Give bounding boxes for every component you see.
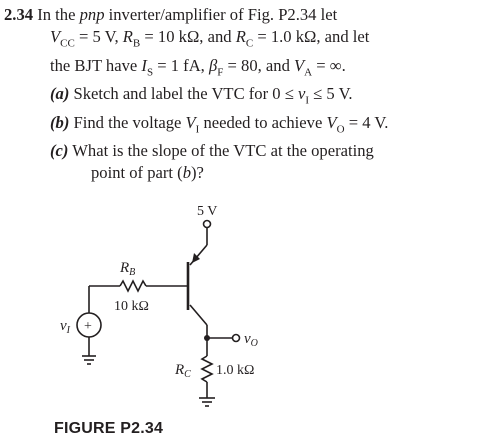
rc-value: 1.0 kΩ bbox=[216, 363, 254, 378]
part-c: (c) What is the slope of the VTC at the … bbox=[50, 141, 374, 161]
vo-label: vO bbox=[244, 331, 258, 349]
part-c-continuation: point of part (b)? bbox=[91, 163, 204, 183]
vi-label: vI bbox=[60, 318, 71, 336]
output-node-dot bbox=[204, 335, 210, 341]
supply-terminal bbox=[202, 219, 212, 229]
bjt-emitter-arrow bbox=[192, 253, 200, 263]
problem-number: 2.34 bbox=[4, 5, 34, 24]
resistor-rc bbox=[200, 355, 214, 383]
problem-line-1: 2.34 In the pnp inverter/amplifier of Fi… bbox=[4, 5, 338, 24]
part-b: (b) Find the voltage VI needed to achiev… bbox=[50, 112, 389, 136]
rb-value: 10 kΩ bbox=[114, 299, 149, 314]
rc-label: RC bbox=[174, 362, 191, 380]
source-plus-sign: + bbox=[84, 319, 92, 334]
problem-line-3: the BJT have IS = 1 fA, βF = 80, and VA … bbox=[50, 55, 346, 79]
problem-text: 2.34 In the pnp inverter/amplifier of Fi… bbox=[4, 4, 474, 185]
resistor-rb bbox=[119, 279, 147, 293]
problem-line-2: VCC = 5 V, RB = 10 kΩ, and RC = 1.0 kΩ, … bbox=[50, 27, 370, 50]
bjt-collector bbox=[189, 304, 208, 326]
part-a: (a) Sketch and label the VTC for 0 ≤ vI … bbox=[50, 84, 353, 107]
supply-label: 5 V bbox=[197, 204, 217, 219]
circuit-diagram: 5 V RB 10 kΩ vI + vO RC 1.0 kΩ bbox=[60, 204, 258, 407]
figure-caption: FIGURE P2.34 bbox=[54, 420, 164, 437]
rb-label: RB bbox=[119, 260, 135, 278]
output-terminal bbox=[231, 333, 241, 343]
